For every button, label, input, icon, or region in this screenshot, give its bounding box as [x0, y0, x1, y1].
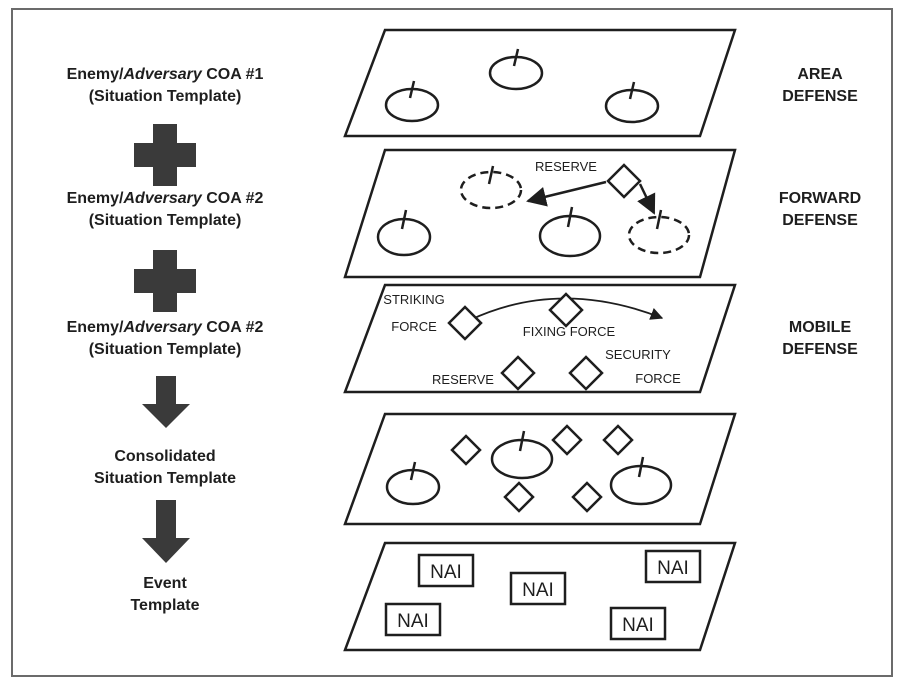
label-mobile-defense: MOBILE DEFENSE: [782, 319, 858, 358]
unit-position-icon: [490, 430, 554, 480]
arrow-down-icon: [142, 500, 190, 563]
svg-text:Enemy/Adversary COA #2: Enemy/Adversary COA #2: [67, 190, 264, 207]
svg-text:FORWARD: FORWARD: [779, 190, 861, 207]
plus-icon: [134, 250, 196, 312]
svg-text:NAI: NAI: [657, 558, 689, 579]
security-force-diamond-icon: [568, 355, 604, 391]
unit-position-icon: [385, 461, 441, 506]
label-coa-2: Enemy/Adversary COA #2 (Situation Templa…: [67, 190, 264, 229]
svg-text:NAI: NAI: [430, 562, 462, 583]
svg-text:RESERVE: RESERVE: [432, 372, 494, 387]
layer-event-template: [343, 541, 737, 652]
layer-mobile-defense: [343, 283, 737, 394]
outer-border: [11, 8, 893, 677]
arrow-down-icon: [142, 376, 190, 428]
svg-text:DEFENSE: DEFENSE: [782, 341, 858, 358]
arrow-icon: [526, 180, 607, 207]
diamond-icon: [551, 424, 583, 456]
label-area-defense: AREA DEFENSE: [782, 66, 858, 105]
svg-text:MOBILE: MOBILE: [789, 319, 852, 336]
svg-text:DEFENSE: DEFENSE: [782, 212, 858, 229]
diamond-icon: [503, 481, 535, 513]
reserve-diamond-icon: [500, 355, 536, 391]
striking-force-diamond-icon: [447, 305, 483, 341]
unit-position-icon: [376, 209, 432, 257]
svg-text:(Situation Template): (Situation Template): [89, 88, 242, 105]
svg-text:SECURITY: SECURITY: [605, 347, 671, 362]
nai-box: [509, 571, 567, 606]
mobile-defense-labels: STRIKING FORCE FIXING FORCE SECURITY FOR…: [383, 292, 681, 387]
svg-text:(Situation Template): (Situation Template): [89, 341, 242, 358]
svg-text:NAI: NAI: [622, 615, 654, 636]
layer-consolidated: [343, 412, 737, 526]
diamond-icon: [450, 434, 482, 466]
svg-text:Enemy/Adversary COA #1: Enemy/Adversary COA #1: [67, 66, 264, 83]
nai-box: [644, 549, 702, 584]
svg-text:(Situation Template): (Situation Template): [89, 212, 242, 229]
svg-text:AREA: AREA: [797, 66, 843, 83]
svg-text:Situation Template: Situation Template: [94, 470, 236, 487]
layer-area-defense: [343, 28, 737, 138]
svg-text:Consolidated: Consolidated: [114, 448, 215, 465]
plus-icon: [134, 124, 196, 186]
svg-text:FORCE: FORCE: [635, 371, 681, 386]
svg-text:STRIKING: STRIKING: [383, 292, 444, 307]
svg-text:Template: Template: [130, 597, 199, 614]
unit-position-icon: [609, 456, 673, 506]
label-coa-3: Enemy/Adversary COA #2 (Situation Templa…: [67, 319, 264, 358]
svg-text:NAI: NAI: [397, 611, 429, 632]
svg-text:Enemy/Adversary COA #2: Enemy/Adversary COA #2: [67, 319, 264, 336]
nai-box: [417, 553, 475, 588]
unit-position-icon: [488, 48, 544, 91]
svg-text:FORCE: FORCE: [391, 319, 437, 334]
unit-position-dashed-icon: [459, 170, 523, 210]
svg-text:Event: Event: [143, 575, 187, 592]
unit-position-icon: [604, 81, 660, 124]
reserve-diamond-icon: [606, 163, 642, 199]
reserve-label: RESERVE: [535, 159, 597, 174]
unit-position-icon: [384, 80, 440, 123]
svg-text:FIXING FORCE: FIXING FORCE: [523, 324, 616, 339]
diamond-icon: [571, 481, 603, 513]
diamond-icon: [602, 424, 634, 456]
svg-text:DEFENSE: DEFENSE: [782, 88, 858, 105]
label-consolidated: Consolidated Situation Template: [94, 448, 236, 487]
nai-box: [609, 606, 667, 641]
unit-position-dashed-icon: [627, 215, 691, 255]
arrow-icon: [637, 183, 656, 215]
label-event-template: Event Template: [130, 575, 199, 614]
layer-forward-defense: [343, 148, 737, 279]
label-forward-defense: FORWARD DEFENSE: [779, 190, 861, 229]
svg-text:NAI: NAI: [522, 580, 554, 601]
nai-box: [384, 602, 442, 637]
nai-labels: NAI NAI NAI NAI NAI: [397, 558, 689, 636]
fixing-force-diamond-icon: [548, 292, 584, 328]
unit-position-icon: [538, 206, 602, 258]
label-coa-1: Enemy/Adversary COA #1 (Situation Templa…: [67, 66, 264, 105]
